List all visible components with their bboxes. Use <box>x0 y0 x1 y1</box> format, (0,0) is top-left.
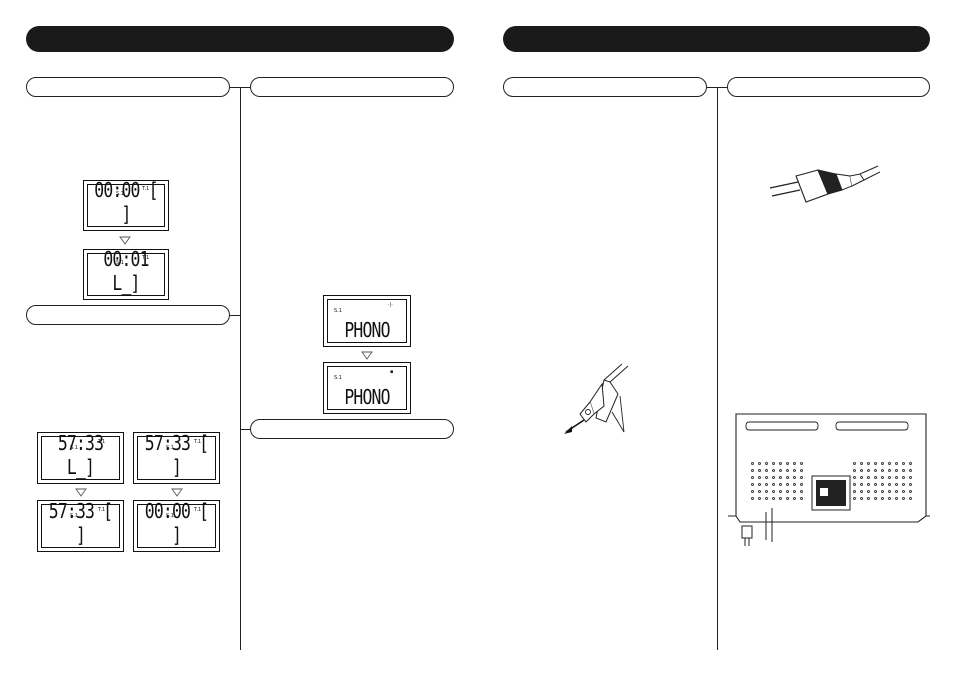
section-banner-left <box>26 26 454 52</box>
vent-grille <box>853 462 912 500</box>
down-arrow-icon <box>171 488 183 497</box>
lcd-side-label: S.1 <box>116 191 124 197</box>
lcd-side-label: S.1 <box>116 260 124 266</box>
lcd-display: S.1 T.1 57:33 [ ] <box>133 431 220 484</box>
lcd-indicator: ▪ <box>390 369 394 375</box>
lcd-display: S.1 ·|· PHONO <box>323 295 411 347</box>
lcd-readout: PHONO <box>344 318 390 342</box>
lcd-display: S.1 T.1 00:00 [ ] <box>133 499 220 552</box>
lcd-readout: 57:33 [ ] <box>144 431 209 479</box>
heading-pill-3 <box>26 305 230 325</box>
section-banner-right <box>503 26 930 52</box>
lcd-readout: PHONO <box>344 385 390 409</box>
lcd-readout: 00:00 [ ] <box>144 499 209 547</box>
column-divider-right <box>717 87 719 650</box>
heading-pill-4 <box>250 419 454 439</box>
lcd-indicator: ·|· <box>388 302 393 308</box>
heading-pill-6 <box>727 77 930 97</box>
lcd-side-label: S.1 <box>166 445 174 451</box>
lcd-display: S.1 T.1 57:33 [ ] <box>37 499 124 552</box>
lcd-track-label: T.1 <box>142 255 150 261</box>
lcd-display: S.1 ▪ PHONO <box>323 362 411 414</box>
connector-line <box>230 315 240 317</box>
lcd-side-label: S.1 <box>334 308 342 314</box>
vent-grille <box>751 462 803 500</box>
rear-panel-icon <box>728 413 930 546</box>
lcd-readout: 57:33 [ ] <box>48 499 113 547</box>
lcd-track-label: T.1 <box>194 439 202 445</box>
heading-pill-2 <box>250 77 454 97</box>
lcd-side-label: S.1 <box>70 445 78 451</box>
down-arrow-icon <box>75 488 87 497</box>
lcd-track-label: T.1 <box>98 507 106 513</box>
lcd-track-label: T.1 <box>98 439 106 445</box>
lcd-track-label: T.1 <box>194 507 202 513</box>
lcd-side-label: S.1 <box>334 375 342 381</box>
connector-line <box>240 429 250 431</box>
lcd-display: S.1 T.1 57:33 L_] <box>37 431 124 484</box>
column-divider-left <box>240 87 242 650</box>
lcd-readout: 00:01 L_] <box>103 247 149 295</box>
lcd-track-label: T.1 <box>142 186 150 192</box>
down-arrow-icon <box>361 351 373 360</box>
lcd-readout: 00:00 [ ] <box>94 178 158 226</box>
lcd-readout: 57:33 L_] <box>57 431 104 479</box>
stylus-cartridge-icon <box>564 363 629 434</box>
lcd-display: S.1 T.1 00:00 [ ] <box>83 178 169 231</box>
lcd-side-label: S.1 <box>70 513 78 519</box>
lcd-side-label: S.1 <box>166 513 174 519</box>
power-plug-icon <box>769 165 880 203</box>
heading-pill-5 <box>503 77 707 97</box>
heading-pill-1 <box>26 77 230 97</box>
down-arrow-icon <box>119 236 131 245</box>
lcd-display: S.1 T.1 00:01 L_] <box>83 247 169 300</box>
